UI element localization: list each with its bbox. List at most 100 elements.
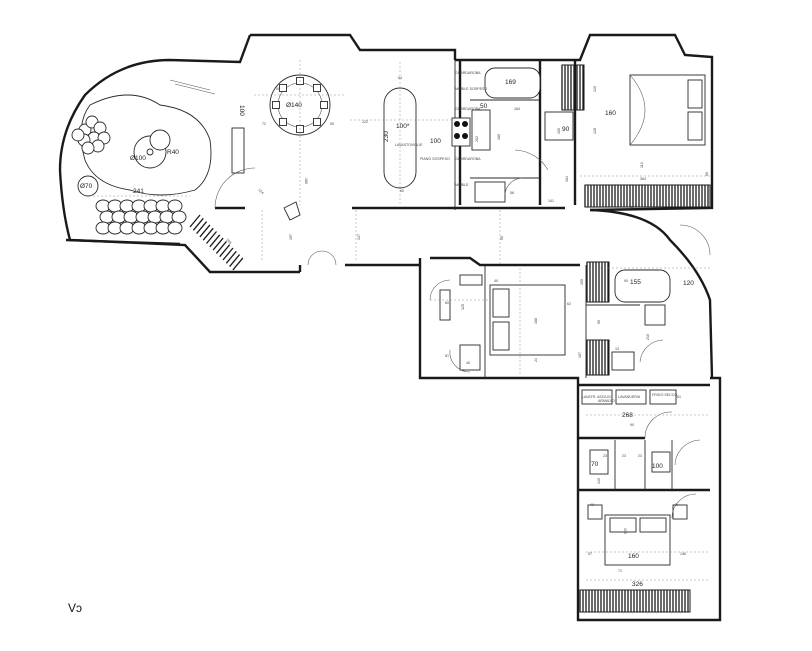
dim-label: 50 [480,103,488,110]
plant-leaf [71,128,85,142]
wardrobe-hatch-bottom [579,589,691,613]
tiny-label: MOBILE SOSPESO [455,87,487,91]
dimension-lines [93,60,712,581]
dining-chair [279,118,287,126]
wardrobe-hatch-left [189,214,244,271]
dim-label: 100 [652,463,663,470]
dim-label: 100 [430,138,441,145]
wardrobe-hatch-top-right [561,64,585,111]
dim-label: 146 [680,552,686,556]
dim-label: 113 [640,162,644,168]
hatch-line [199,224,211,238]
sofa-cushion [167,199,183,213]
dim-label: 50 [500,236,504,240]
bath-middle-right [611,269,671,371]
dim-label: 202 [475,136,479,142]
dim-label: 155 [630,279,641,286]
dim-label: 160 [628,553,639,560]
inner-walls [454,60,673,490]
dim-label: 100 [557,128,561,134]
dim-label: 164 [514,107,520,111]
dim-label: 72 [262,122,266,126]
tiny-labels: GUARDAROBA MOBILE SOSPESO GUARDAROBA GUA… [395,71,677,403]
hatch-line [215,240,227,254]
dim-label: 56 [510,191,514,195]
dim-label: 190 [623,528,627,534]
hatch-line [192,217,204,231]
sofa-cushion [167,221,183,235]
dim-label: 169 [505,79,516,86]
wardrobe-outline [584,184,711,208]
stove-burner [454,121,460,127]
dim-label: 40 [590,503,594,507]
dim-label: 50 [330,122,334,126]
bathroom-top [474,67,574,203]
dim-label: 50 [276,87,280,91]
doors [214,167,711,266]
dim-label: 141 [548,199,554,203]
dim-label: 161 [675,395,681,399]
dim-label: 60 [445,301,449,305]
dim-label: Ø140 [286,102,302,109]
dim-label: 66 [705,172,709,176]
dim-label: 241 [133,188,144,195]
living-furniture [71,79,301,235]
tiny-label: PIANO SOSPESO [420,157,450,161]
tiny-label: MOBILE [455,183,469,187]
dim-label: 120 [683,280,694,287]
hatch-line [196,221,208,235]
dim-label: 364 [640,177,646,181]
dim-label: 140 [597,478,601,484]
dim-label: R40 [167,149,179,156]
wardrobe-hatch-bedroom [584,184,711,208]
hatch-line [232,257,244,271]
stove-burner [462,121,468,127]
dim-label: 210 [646,334,650,340]
dim-label: 268 [622,412,633,419]
dim-label: 326 [632,581,643,588]
dim-label: 40 [466,361,470,365]
dim-label: 100* [396,123,410,130]
hatch-line [189,214,201,228]
stove-burner [454,133,460,139]
dim-label: 40 [494,279,498,283]
hatch-line [222,247,234,261]
dim-label: 90 [624,279,628,283]
stove-burner [462,133,468,139]
hatch-line [212,237,224,251]
dim-label: 13 [615,347,619,351]
dim-label: 120 [593,86,597,92]
wardrobe-hatch-mid-1 [586,261,610,303]
tiny-label: LAVANDERIA [618,395,641,399]
dim-label: 70 [591,461,599,468]
dim-label: 90 [597,320,601,324]
plan-label: Vɔ [68,601,82,615]
plant-leaf [81,141,95,155]
dim-label: 188 [534,318,538,324]
dim-label: 180 [304,178,308,184]
dim-label: 57 [588,552,592,556]
dim-label: 60 [400,189,404,193]
tiny-label: GUARDAROBA [455,71,481,75]
wardrobe-hatch-mid-2 [586,339,610,376]
tiny-label: LAVATR. ASCIUG. [582,395,612,399]
hatch-line [225,250,237,264]
dim-label: Ø100 [130,155,146,162]
dim-label: 40 [674,503,678,507]
outer-walls [58,33,722,622]
dim-label: 81 [445,354,449,358]
tiny-label: FRIGO SECCO [652,393,677,397]
dim-label: 128 [593,128,597,134]
service-block [581,389,701,475]
dim-label: 23 [603,454,607,458]
dining-chair [279,84,287,92]
wardrobe-outline [561,64,585,111]
dim-label: 100 [238,105,245,116]
tiny-label: GUARDAROBA [455,157,481,161]
dim-label: Ø70 [80,183,93,190]
bed-middle [429,274,566,373]
tiny-label: GUARDAROBA [455,107,481,111]
dim-label: 180 [497,134,501,140]
dim-label: 90 [630,423,634,427]
